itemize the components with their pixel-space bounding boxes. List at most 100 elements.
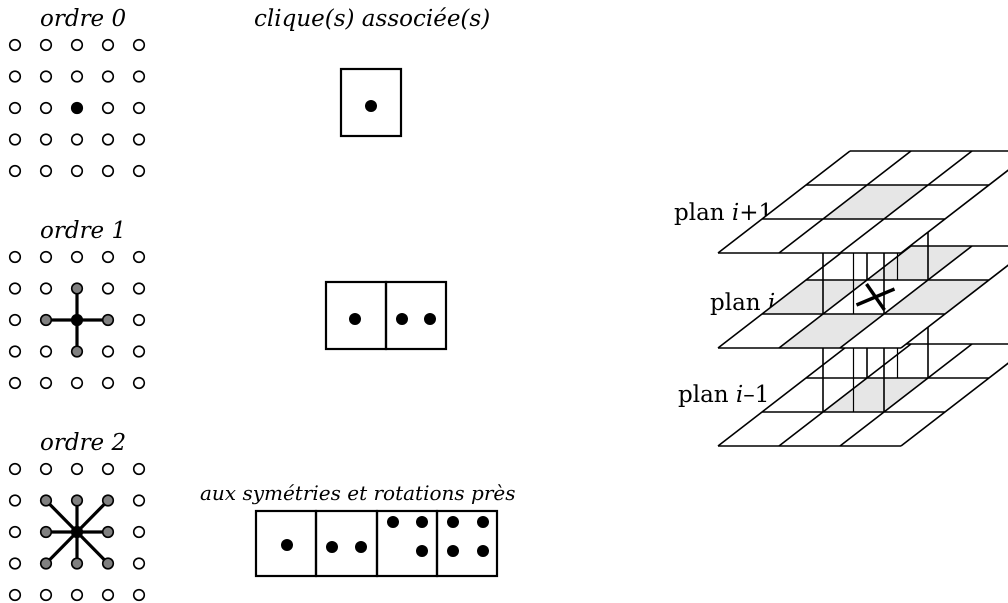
- site-dot: [101, 164, 115, 178]
- site-dot: [8, 282, 22, 295]
- site-dot: [8, 494, 22, 507]
- site-dot: [132, 164, 146, 178]
- site-dot: [39, 376, 53, 390]
- site-dot: [8, 38, 22, 52]
- site-dot: [132, 101, 146, 115]
- neighbor-site-dot: [70, 345, 84, 358]
- neighbor-site-dot: [39, 557, 53, 570]
- site-dot: [101, 38, 115, 52]
- site-dot: [70, 250, 84, 264]
- site-dot: [8, 70, 22, 83]
- site-dot: [39, 101, 53, 115]
- site-dot: [132, 282, 146, 295]
- site-dot: [132, 376, 146, 390]
- site-dot: [39, 345, 53, 358]
- neighbor-link: [44, 499, 79, 534]
- neighbor-site-dot: [70, 494, 84, 507]
- site-dot: [132, 313, 146, 327]
- clique-site-dot: [447, 545, 459, 557]
- order-1-neighborhood-grid: [8, 250, 146, 390]
- neighbor-site-dot: [70, 557, 84, 570]
- site-dot: [70, 588, 84, 602]
- site-dot: [132, 133, 146, 146]
- clique-site-dot: [355, 541, 367, 553]
- clique-site-dot: [477, 545, 489, 557]
- site-dot: [101, 588, 115, 602]
- site-dot: [101, 376, 115, 390]
- site-dot: [132, 557, 146, 570]
- site-dot: [101, 101, 115, 115]
- site-dot: [101, 282, 115, 295]
- clique-site-dot: [477, 516, 489, 528]
- neighbor-link: [75, 530, 110, 565]
- site-dot: [101, 345, 115, 358]
- clique-site-dot: [326, 541, 338, 553]
- clique-site-dot: [447, 516, 459, 528]
- shaded-neighbor-cell: [823, 378, 928, 412]
- site-dot: [8, 250, 22, 264]
- site-dot: [101, 462, 115, 476]
- site-dot: [39, 462, 53, 476]
- site-dot: [8, 525, 22, 539]
- symmetry-note: aux symétries et rotations près: [200, 481, 516, 505]
- site-dot: [132, 588, 146, 602]
- neighbor-site-dot: [101, 525, 115, 539]
- site-dot: [8, 133, 22, 146]
- order-2-cliques: [254, 509, 499, 578]
- center-site-dot: [70, 525, 84, 539]
- site-dot: [70, 38, 84, 52]
- site-dot: [101, 250, 115, 264]
- clique-site-dot: [424, 313, 436, 325]
- cliques-header: clique(s) associée(s): [254, 6, 490, 32]
- plane-lower-label: plan i–1: [678, 382, 769, 408]
- clique-box: [339, 67, 403, 138]
- center-site-dot: [70, 101, 84, 115]
- site-dot: [39, 588, 53, 602]
- clique-site-dot: [416, 545, 428, 557]
- neighbor-site-dot: [101, 557, 115, 570]
- site-dot: [70, 164, 84, 178]
- stacked-planes-3d: [717, 150, 1008, 447]
- site-dot: [8, 101, 22, 115]
- site-dot: [39, 164, 53, 178]
- neighbor-site-dot: [39, 313, 53, 327]
- site-dot: [70, 70, 84, 83]
- site-dot: [70, 133, 84, 146]
- site-dot: [39, 38, 53, 52]
- site-dot: [39, 70, 53, 83]
- site-dot: [39, 250, 53, 264]
- neighbor-site-dot: [101, 313, 115, 327]
- site-dot: [132, 345, 146, 358]
- clique-box: [314, 509, 379, 578]
- site-dot: [8, 462, 22, 476]
- plane-upper-grid: [717, 150, 1008, 254]
- site-dot: [132, 462, 146, 476]
- order-1-label: ordre 1: [40, 218, 126, 244]
- site-dot: [70, 462, 84, 476]
- shaded-neighbor-cell: [762, 280, 867, 314]
- plane-middle-label: plan i: [710, 290, 775, 316]
- shaded-neighbor-cell: [867, 246, 972, 280]
- site-dot: [8, 588, 22, 602]
- clique-site-dot: [349, 313, 361, 325]
- clique-site-dot: [416, 516, 428, 528]
- site-dot: [39, 282, 53, 295]
- site-dot: [132, 494, 146, 507]
- site-dot: [132, 70, 146, 83]
- site-dot: [132, 38, 146, 52]
- plane-lower-grid: [717, 343, 1008, 447]
- site-dot: [132, 525, 146, 539]
- site-dot: [8, 345, 22, 358]
- neighbor-site-dot: [70, 282, 84, 295]
- clique-site-dot: [365, 100, 377, 112]
- site-dot: [8, 376, 22, 390]
- shaded-neighbor-cell: [823, 185, 928, 219]
- center-site-cross: [855, 283, 896, 311]
- site-dot: [101, 133, 115, 146]
- clique-box: [435, 509, 499, 578]
- center-site-dot: [70, 313, 84, 327]
- site-dot: [70, 376, 84, 390]
- site-dot: [101, 70, 115, 83]
- clique-box: [375, 509, 439, 578]
